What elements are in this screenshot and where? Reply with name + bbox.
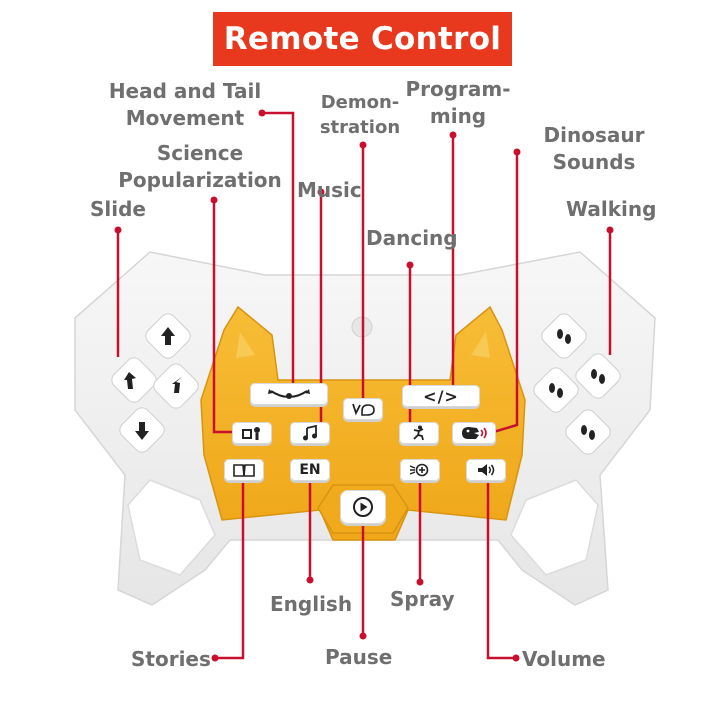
label-demonstration: Demon- stration bbox=[300, 90, 420, 140]
left-ear-detail bbox=[236, 332, 255, 358]
play-icon bbox=[353, 497, 373, 517]
label-spray: Spray bbox=[390, 587, 455, 611]
label-programming-line2: ming bbox=[429, 104, 487, 128]
label-dancing: Dancing bbox=[366, 226, 458, 250]
label-head-tail-line1: Head and Tail bbox=[108, 79, 262, 103]
music-button[interactable] bbox=[290, 422, 330, 444]
demonstration-icon bbox=[352, 403, 375, 416]
book-icon bbox=[233, 464, 255, 477]
science-button[interactable] bbox=[232, 422, 272, 444]
footprint-icon bbox=[581, 425, 595, 440]
dancing-button[interactable] bbox=[399, 422, 439, 444]
pause-button[interactable] bbox=[340, 490, 386, 524]
dinosaur-head-icon bbox=[462, 427, 487, 439]
label-head-tail-line2: Movement bbox=[125, 106, 245, 130]
turn-left-icon bbox=[124, 372, 136, 389]
walking-pad bbox=[531, 311, 624, 458]
footprint-icon bbox=[549, 383, 563, 398]
label-stories: Stories bbox=[131, 647, 211, 671]
turn-left-button[interactable] bbox=[109, 355, 160, 406]
slide-dpad bbox=[109, 311, 202, 456]
head-tail-button[interactable] bbox=[250, 383, 328, 405]
label-dinosaur-sounds: Dinosaur Sounds bbox=[542, 122, 646, 176]
label-science-line1: Science bbox=[156, 141, 244, 165]
turn-right-button[interactable] bbox=[151, 361, 202, 412]
walk-forward-left-button[interactable] bbox=[539, 311, 590, 362]
label-music: Music bbox=[297, 178, 362, 202]
right-ear-detail bbox=[471, 332, 490, 358]
leader-dots bbox=[114, 109, 614, 662]
programming-button[interactable]: </> bbox=[402, 385, 480, 407]
speaker-icon bbox=[478, 464, 495, 476]
footprint-icon bbox=[591, 369, 605, 384]
label-english: English bbox=[270, 592, 353, 616]
right-handle-hole bbox=[510, 479, 599, 576]
arrow-up-button[interactable] bbox=[143, 311, 194, 362]
turn-right-icon bbox=[172, 376, 183, 393]
music-note-icon bbox=[303, 425, 317, 441]
arrow-down-button[interactable] bbox=[117, 405, 168, 456]
label-science-line2: Popularization bbox=[118, 168, 282, 192]
label-demonstration-line2: stration bbox=[319, 117, 401, 138]
left-handle-hole bbox=[127, 479, 216, 576]
head-tail-icon bbox=[268, 389, 310, 399]
label-walking: Walking bbox=[566, 197, 657, 221]
label-demonstration-line1: Demon- bbox=[320, 92, 400, 113]
arrow-up-icon bbox=[161, 327, 175, 345]
page-title: Remote Control bbox=[213, 12, 512, 66]
label-dinosaur-line2: Sounds bbox=[552, 150, 636, 174]
science-icon bbox=[242, 427, 260, 440]
label-science: Science Popularization bbox=[112, 140, 288, 194]
stories-button[interactable] bbox=[224, 459, 264, 481]
label-pause: Pause bbox=[325, 645, 393, 669]
leader-lines bbox=[116, 111, 612, 660]
label-volume: Volume bbox=[522, 647, 606, 671]
label-programming-line1: Program- bbox=[405, 77, 511, 101]
english-button[interactable]: EN bbox=[290, 459, 330, 481]
spray-button[interactable] bbox=[400, 459, 440, 481]
walk-forward-right-button[interactable] bbox=[573, 351, 624, 402]
volume-button[interactable] bbox=[466, 459, 506, 481]
label-slide: Slide bbox=[90, 197, 146, 221]
spray-icon bbox=[409, 463, 429, 477]
label-head-tail: Head and Tail Movement bbox=[100, 78, 270, 132]
label-programming: Program- ming bbox=[396, 76, 520, 130]
walk-back-right-button[interactable] bbox=[563, 407, 614, 458]
label-dinosaur-line1: Dinosaur bbox=[543, 123, 645, 147]
dancing-icon bbox=[413, 425, 424, 441]
dinosaur-sounds-button[interactable] bbox=[452, 422, 496, 444]
demonstration-button[interactable] bbox=[343, 398, 383, 420]
footprint-icon bbox=[557, 329, 571, 344]
yellow-panel bbox=[200, 305, 526, 541]
walk-back-left-button[interactable] bbox=[531, 365, 582, 416]
arrow-down-icon bbox=[135, 422, 149, 440]
